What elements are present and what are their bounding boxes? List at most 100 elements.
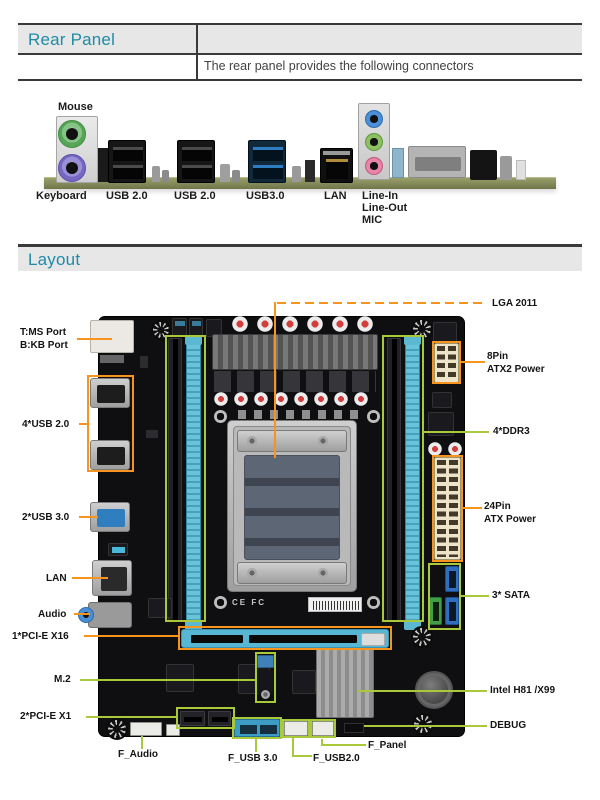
m2-highlight	[255, 652, 276, 703]
component	[470, 150, 497, 180]
component	[500, 156, 512, 180]
vrm-capacitors-bottom	[214, 392, 374, 407]
vrm-heatsink	[212, 334, 378, 370]
dimm-latch	[185, 620, 202, 630]
standoff	[214, 410, 227, 423]
callout-sata: 3* SATA	[492, 590, 530, 601]
callout-line-atx24	[463, 507, 482, 509]
callout-pcie-x1: 2*PCI-E X1	[20, 711, 72, 722]
component	[172, 318, 187, 336]
callout-line-m2	[80, 679, 255, 681]
f-audio-header	[130, 722, 162, 736]
m2-screw	[261, 690, 270, 699]
callout-line-usb2	[79, 423, 87, 425]
callout-line-audio	[74, 613, 90, 615]
component	[108, 543, 128, 556]
callout-ps2-line1: T:MS Port	[20, 327, 67, 338]
callout-line-lga-v	[274, 302, 276, 458]
ilm-screw	[318, 568, 328, 578]
callout-ps2-line2: B:KB Port	[20, 340, 68, 351]
mic-jack	[365, 157, 383, 175]
component	[146, 430, 158, 438]
ps2-keyboard-port	[58, 154, 86, 182]
callout-atx8-line2: ATX2 Power	[487, 364, 545, 375]
ps2-mouse-port	[58, 120, 86, 148]
mounting-hole	[411, 626, 433, 648]
f-usb2-header	[284, 721, 308, 736]
mounting-hole	[106, 718, 128, 740]
component	[162, 170, 169, 182]
component	[140, 356, 148, 368]
component	[189, 318, 203, 336]
usb2-connector-bottom	[90, 440, 130, 470]
sata-port-blue-1	[445, 566, 459, 592]
m2-body	[258, 670, 273, 694]
component	[100, 355, 124, 363]
label-lan: LAN	[324, 190, 347, 202]
callout-atx8: 8Pin ATX2 Power	[487, 350, 545, 376]
lan-connector	[92, 560, 132, 596]
usb2-highlight	[87, 375, 134, 472]
callout-usb2: 4*USB 2.0	[22, 419, 70, 430]
callout-line-usb3	[79, 516, 98, 518]
line-in-jack	[365, 110, 383, 128]
callout-f-panel: F_Panel	[368, 740, 407, 751]
callout-line-atx8	[461, 361, 485, 363]
callout-ps2: T:MS Port B:KB Port	[20, 326, 68, 352]
dimm-latch	[404, 620, 421, 630]
component	[292, 166, 301, 182]
label-line-out: Line-Out	[362, 202, 408, 214]
component	[408, 146, 466, 178]
layout-header-row	[18, 247, 582, 271]
standoff	[367, 410, 380, 423]
usb2-stack-right	[177, 140, 215, 183]
callout-line-fusb3	[255, 739, 257, 752]
line-out-jack	[365, 133, 383, 151]
component	[220, 164, 230, 182]
component	[516, 160, 526, 180]
label-usb20-right: USB 2.0	[174, 190, 216, 202]
table-mid-rule	[18, 53, 582, 55]
standoff	[367, 596, 380, 609]
cpu-socket-cover	[244, 455, 340, 560]
capacitors	[428, 442, 462, 456]
callout-atx8-line1: 8Pin	[487, 351, 509, 362]
callout-line-x16	[84, 635, 178, 637]
mounting-hole	[412, 713, 434, 735]
ilm-screw	[247, 568, 257, 578]
f-usb3-highlight	[232, 717, 282, 739]
atx8-highlight	[432, 341, 461, 384]
atx24-highlight	[432, 455, 463, 562]
barcode-sticker	[308, 597, 362, 612]
label-keyboard: Keyboard	[36, 190, 87, 202]
callout-usb3: 2*USB 3.0	[22, 512, 70, 523]
lan-port	[320, 148, 353, 183]
component-row	[238, 410, 362, 419]
pcie-x1-slot-2	[208, 711, 231, 726]
rear-panel-title: Rear Panel	[28, 30, 116, 49]
callout-atx24-line1: 24Pin	[484, 501, 511, 512]
component	[152, 166, 160, 182]
vrm-capacitors-top	[232, 316, 382, 333]
callout-atx24-line2: ATX Power	[484, 514, 537, 525]
callout-audio: Audio	[38, 609, 67, 620]
callout-line-chipset	[358, 690, 487, 692]
callout-line-debug	[364, 725, 487, 727]
callout-line-lga-h	[277, 302, 487, 304]
callout-f-usb3: F_USB 3.0	[228, 753, 278, 764]
pin-grid	[437, 460, 458, 557]
component	[232, 170, 240, 182]
layout-title: Layout	[28, 250, 81, 269]
callout-line-x1	[86, 716, 176, 718]
table-bottom-rule	[18, 79, 582, 81]
label-usb20-left: USB 2.0	[106, 190, 148, 202]
callout-f-audio: F_Audio	[118, 749, 158, 760]
dimm-latch	[185, 336, 202, 345]
label-line-in: Line-In	[362, 190, 399, 202]
callout-line-sata	[461, 595, 489, 597]
pin-grid	[437, 346, 456, 380]
callout-line-lan	[72, 577, 108, 579]
debug-header	[344, 723, 364, 733]
f-usb2-highlight	[282, 719, 310, 738]
rear-panel-photo: Mouse Keyboard USB 2.0 USB 2.0 USB3.0 LA…	[0, 95, 600, 235]
